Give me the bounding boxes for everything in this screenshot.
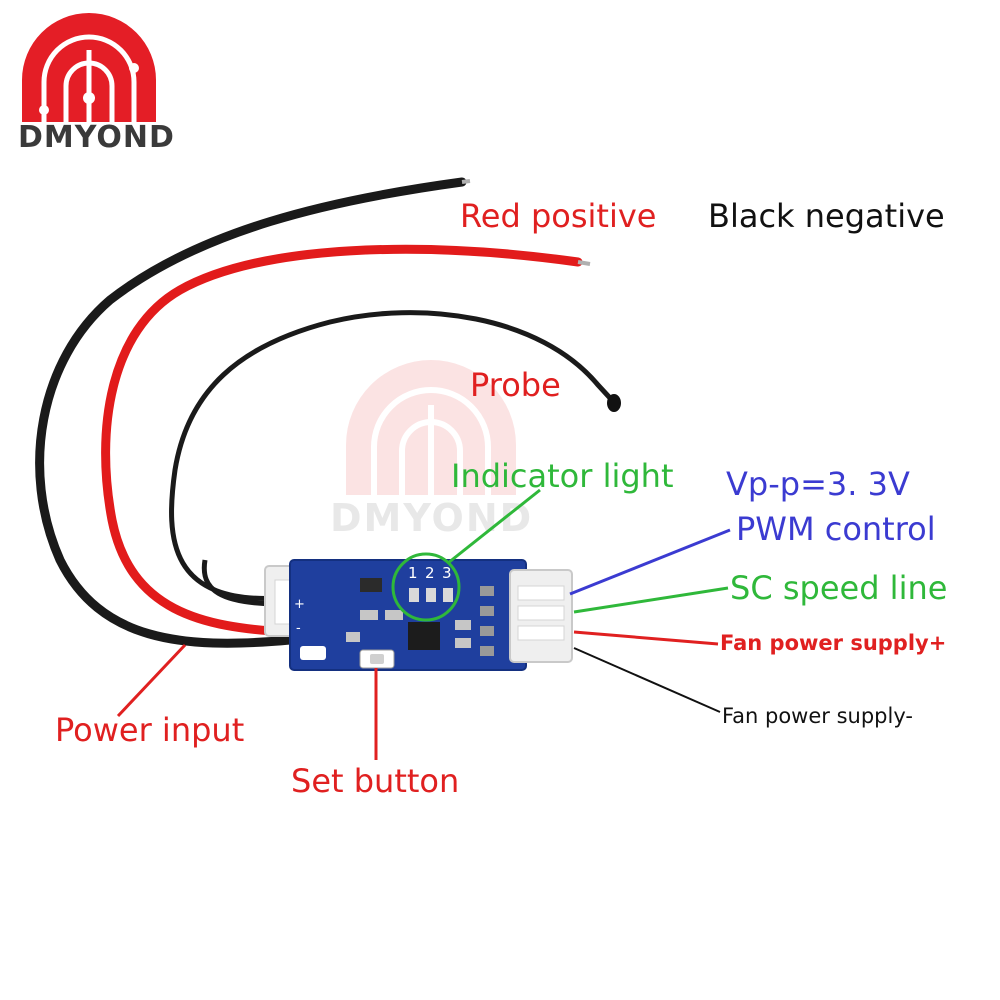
label-power-input: Power input <box>55 711 245 749</box>
black-wire <box>35 177 467 648</box>
fan-minus-line <box>573 647 721 713</box>
label-black-negative: Black negative <box>708 197 945 235</box>
label-vpp: Vp-p=3. 3V <box>726 465 910 503</box>
sc-line <box>573 586 729 614</box>
label-pwm-control: PWM control <box>736 510 936 548</box>
led-3 <box>443 588 453 602</box>
led-2 <box>426 588 436 602</box>
pin-number-1: 1 <box>408 564 418 582</box>
probe-tip <box>607 394 621 412</box>
pin-number-2: 2 <box>425 564 435 582</box>
label-probe: Probe <box>470 366 561 404</box>
led-1 <box>409 588 419 602</box>
probe-wire <box>169 310 613 601</box>
brand-logo <box>22 13 156 122</box>
label-fan-power-plus: Fan power supply+ <box>720 631 947 655</box>
polarity-minus: - <box>296 621 301 636</box>
controller-chip <box>408 622 440 650</box>
power-input-line <box>116 643 187 718</box>
polarity-plus: + <box>294 597 305 612</box>
watermark-logo <box>346 360 516 495</box>
indicator-highlight <box>391 552 461 622</box>
red-wire <box>101 244 583 637</box>
fan-plus-line <box>573 630 719 646</box>
label-set-button: Set button <box>291 762 460 800</box>
indicator-line <box>447 488 541 565</box>
logo-text: DMYOND <box>18 120 175 155</box>
label-indicator-light: Indicator light <box>451 457 674 495</box>
label-sc-speed-line: SC speed line <box>730 569 948 607</box>
label-red-positive: Red positive <box>460 197 657 235</box>
pin-number-3: 3 <box>442 564 452 582</box>
label-fan-power-minus: Fan power supply- <box>722 704 913 728</box>
watermark-text: DMYOND <box>330 496 534 540</box>
pwm-line <box>569 528 731 596</box>
